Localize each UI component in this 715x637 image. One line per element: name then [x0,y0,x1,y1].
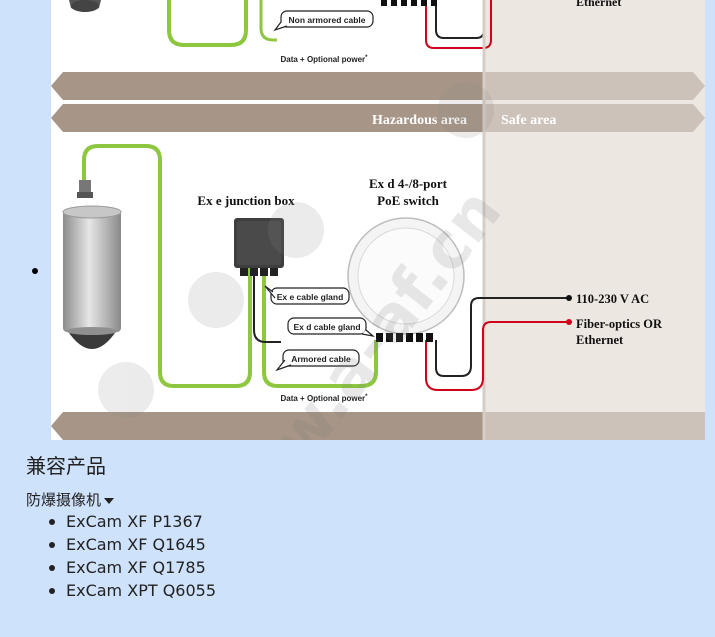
switch-label-line1: Ex d 4-/8-port [369,176,448,191]
ex-e-gland-callout: Ex e cable gland [264,285,350,305]
voltage-label: 110-230 V AC [576,292,649,306]
camera-icon [62,180,122,349]
poe-switch-icon [347,217,465,342]
fiber-label-line1: Fiber-optics OR [576,317,663,331]
compatible-products-title: 兼容产品 [26,454,106,478]
fiber-cable-line [425,321,569,391]
safe-area-label: Safe area [501,113,556,128]
junction-box-label: Ex e junction box [197,193,295,208]
switch-label-line2: PoE switch [377,193,440,208]
power-endpoint-dot [566,295,572,301]
fiber-label-line2: Ethernet [576,333,624,347]
category-label: 防爆摄像机 [26,491,102,509]
top-red-cable [425,0,492,49]
junction-box-icon [234,218,284,276]
data-power-label: Data + Optional power* [280,394,368,403]
top-switch-ports [381,0,437,6]
product-item[interactable]: ExCam XF P1367 [48,510,216,533]
top-camera-icon [69,0,101,12]
armored-cable-label: Armored cable [291,354,351,364]
ex-d-gland-callout: Ex d cable gland [287,317,376,337]
armored-cable-line [82,144,252,388]
list-bullet [32,268,38,274]
product-item[interactable]: ExCam XF Q1785 [48,556,216,579]
gland-wire [253,268,281,343]
hazardous-area-label: Hazardous area [372,113,467,128]
ex-d-gland-label: Ex d cable gland [293,322,360,332]
top-green-cable-2 [259,0,277,42]
top-ethernet-label: Ethernet [576,0,621,9]
caret-down-icon [104,497,115,504]
armored-cable-callout: Armored cable [275,349,360,372]
product-item[interactable]: ExCam XPT Q6055 [48,581,217,600]
camera-category-dropdown[interactable]: 防爆摄像机 [26,489,115,510]
non-armored-cable-label: Non armored cable [289,15,366,25]
ex-e-gland-label: Ex e cable gland [277,292,344,302]
product-item[interactable]: ExCam XF Q1645 [48,533,216,556]
top-data-power-label: Data + Optional power* [280,55,368,64]
fiber-endpoint-dot [566,319,572,325]
power-cable-line [435,297,569,377]
installation-diagram: Non armored cable Data + Optional power*… [51,0,705,440]
product-list: ExCam XF P1367 ExCam XF Q1645 ExCam XF Q… [0,510,216,602]
top-non-armored-cable-callout: Non armored cable [273,10,374,32]
armored-cable-line-2 [262,268,378,388]
top-green-cable [167,0,248,47]
safe-area-overlay [484,60,705,440]
